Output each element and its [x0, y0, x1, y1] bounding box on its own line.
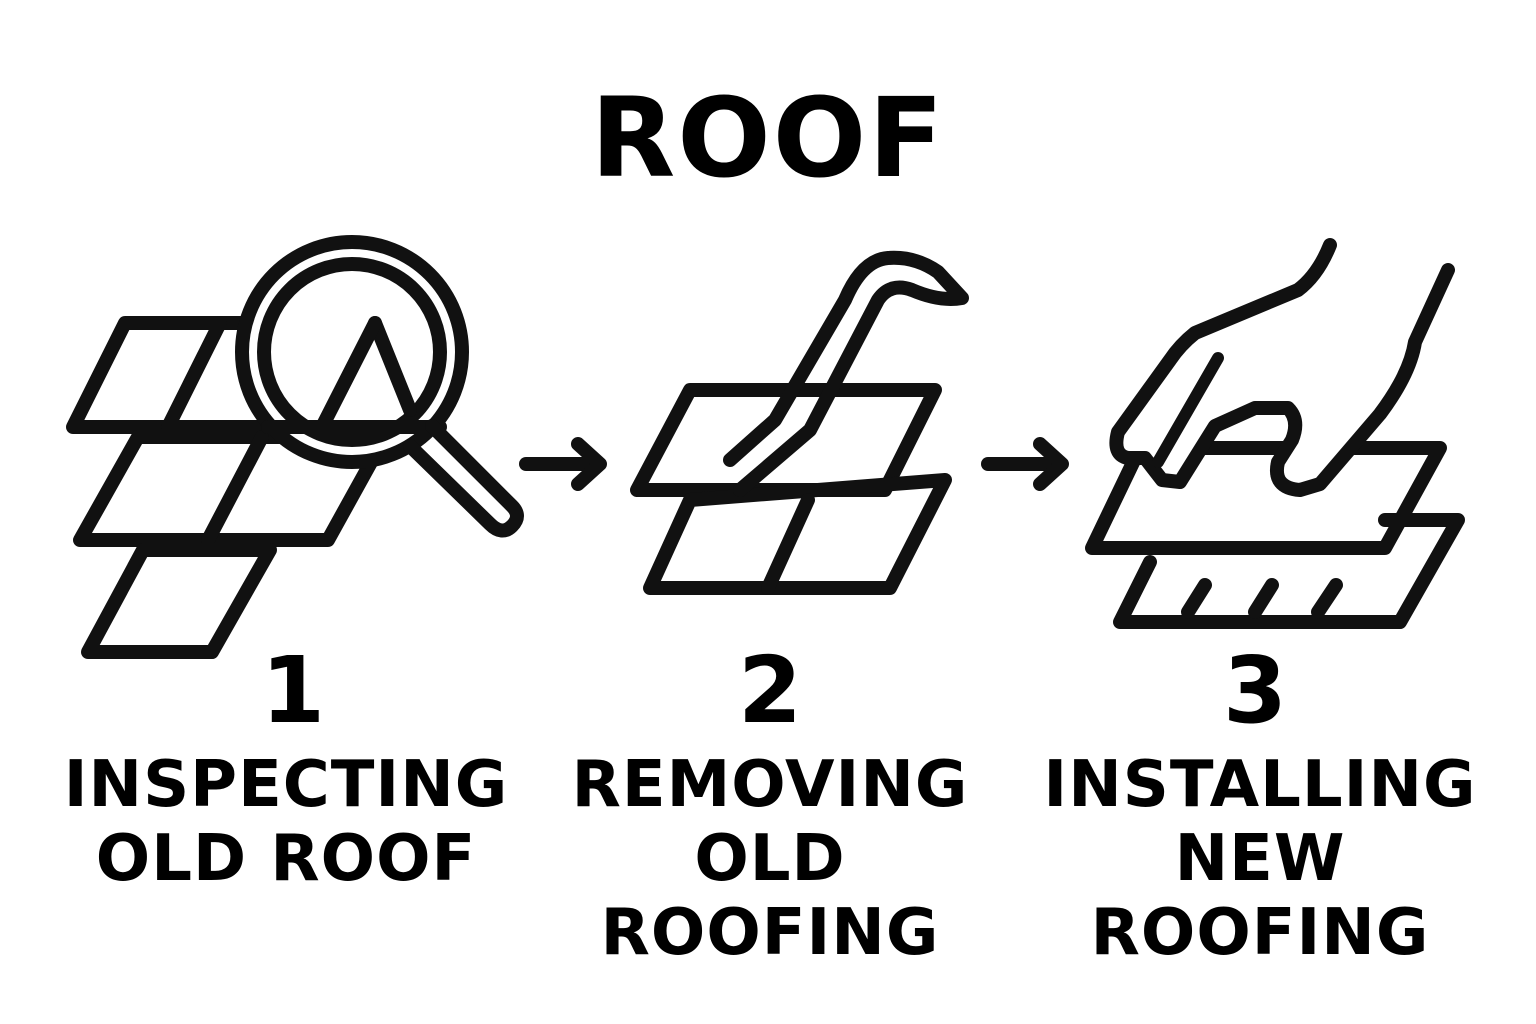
step-1-number: 1	[260, 637, 325, 744]
step-2-number: 2	[737, 637, 802, 744]
shingle-in-lens	[261, 316, 447, 434]
shingles-icon	[630, 383, 952, 595]
step-3-label-line2: NEW ROOFING	[1090, 822, 1430, 970]
magnifier-over-shingles-icon	[66, 235, 524, 659]
step-1-label-line1: INSPECTING	[63, 748, 509, 822]
page-title: ROOF	[590, 74, 946, 202]
step-1-label-line2: OLD ROOF	[95, 822, 477, 896]
step-2-label-line1: REMOVING	[571, 748, 969, 822]
hand-placing-shingle-icon	[1085, 238, 1465, 629]
right-arrow-icon	[981, 437, 1069, 491]
step-1-label: INSPECTING OLD ROOF	[36, 748, 536, 896]
magnifier-handle-icon	[403, 419, 524, 538]
right-arrow-icon	[519, 437, 607, 491]
step-3-label: INSTALLING NEW ROOFING	[1010, 748, 1510, 970]
pry-bar-lifting-shingle-icon	[630, 250, 969, 595]
step-3-label-line1: INSTALLING	[1043, 748, 1477, 822]
pry-bar-icon	[723, 250, 969, 497]
step-3-number: 3	[1222, 637, 1287, 744]
step-2-label-line2: OLD ROOFING	[600, 822, 940, 970]
hand-icon	[1109, 238, 1455, 497]
step-2-label: REMOVING OLD ROOFING	[520, 748, 1020, 970]
